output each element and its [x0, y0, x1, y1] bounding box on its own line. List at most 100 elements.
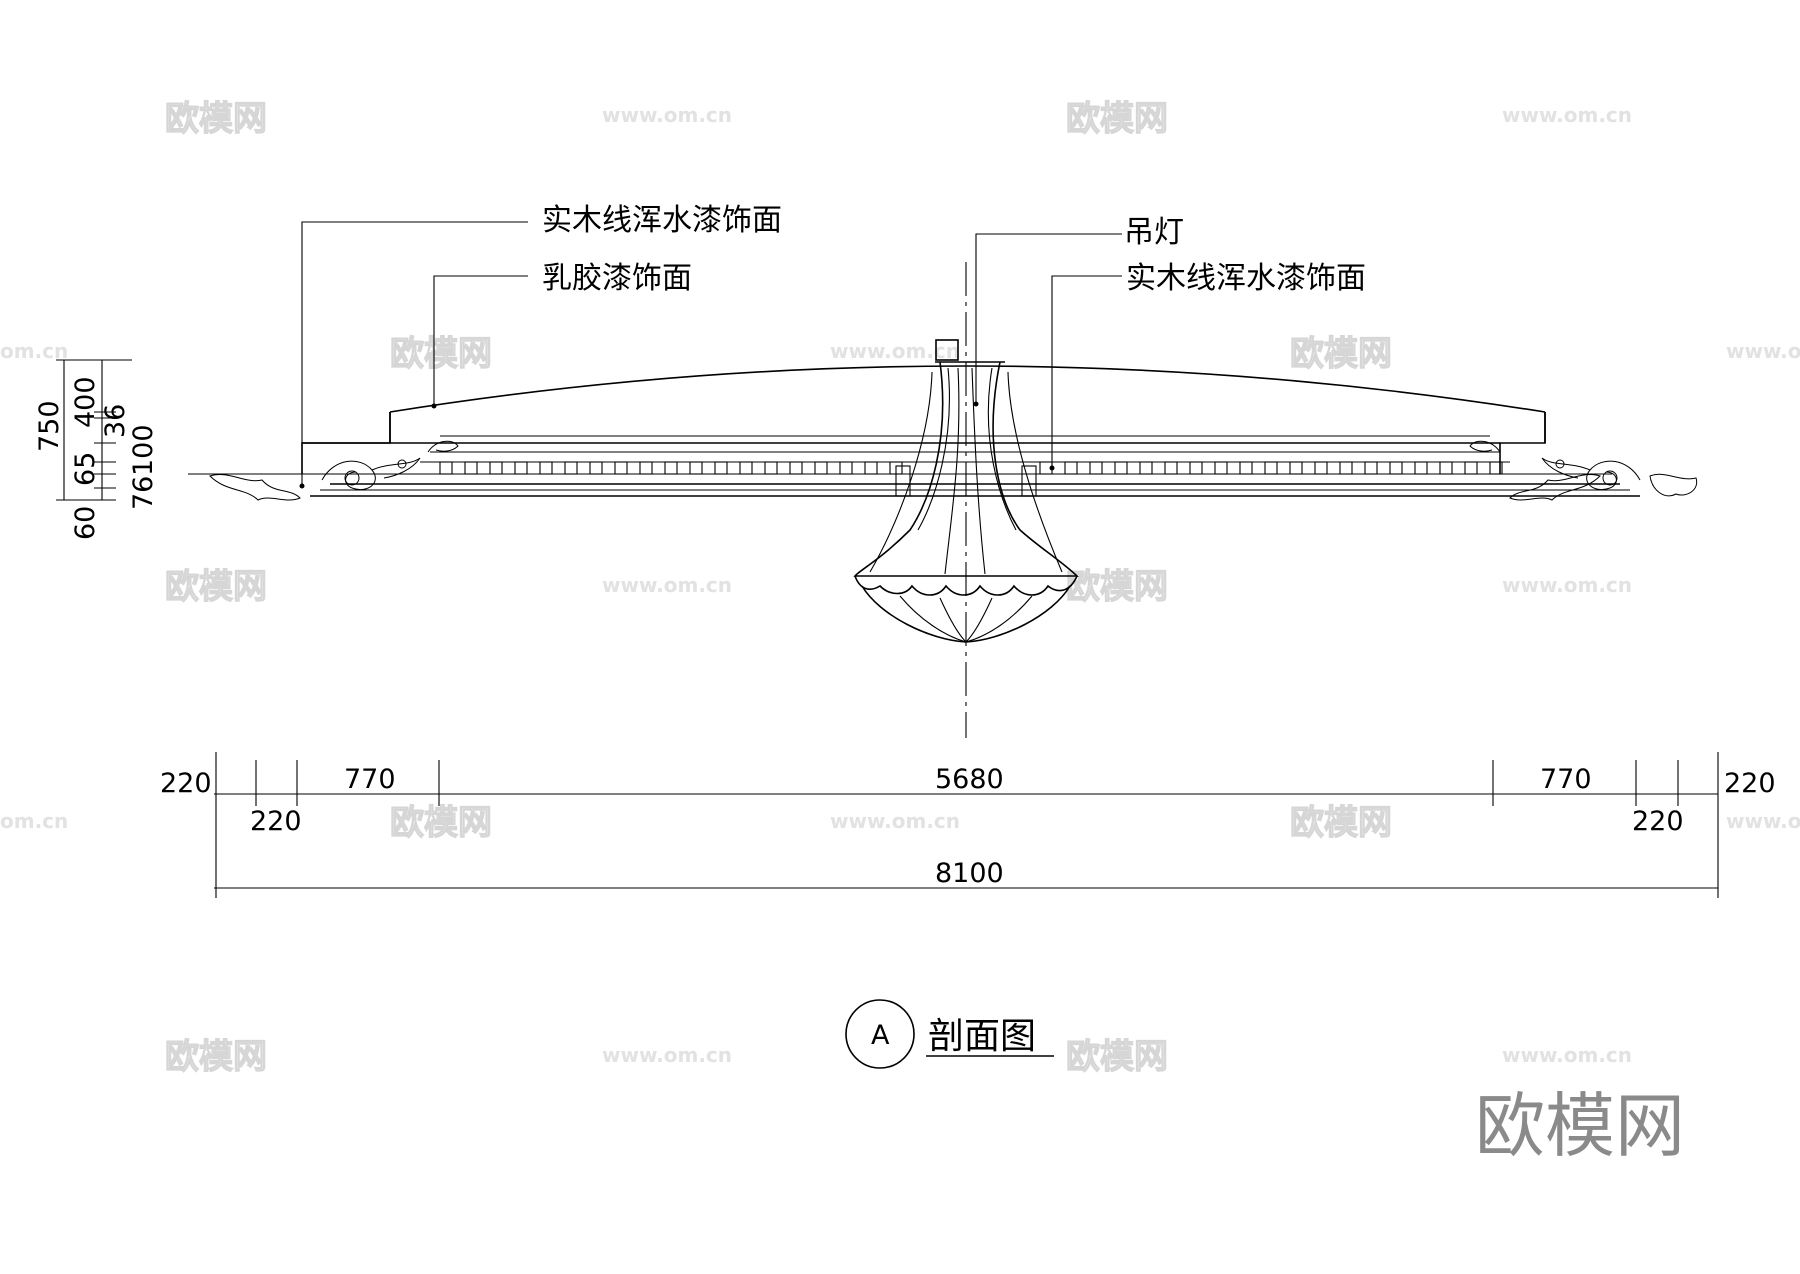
watermark-logo: 欧模网: [1290, 803, 1392, 843]
chandelier-rib: [971, 367, 986, 575]
dentil-block: [1464, 461, 1478, 475]
section-marker-letter: A: [871, 1020, 890, 1051]
carved-ornament-right: [1469, 440, 1698, 501]
watermark-logo: 欧模网: [1290, 334, 1392, 374]
dentil-block: [1414, 461, 1428, 475]
dim-76: 76: [128, 476, 159, 510]
dim-750: 750: [34, 400, 65, 452]
watermark-logo: 欧模网: [1066, 1037, 1168, 1077]
dentil-block: [864, 461, 878, 475]
chandelier-mount: [935, 339, 959, 361]
dentil-block: [839, 461, 853, 475]
watermark-layer: 欧模网 www.om.cn 欧模网 www.om.cn om.cn 欧模网 ww…: [0, 98, 1800, 1077]
dim-36: 36: [100, 404, 131, 438]
dentil-block: [1389, 461, 1403, 475]
leader-right-second: [1051, 275, 1122, 468]
dentil-block: [1239, 461, 1253, 475]
watermark-url: om.cn: [0, 809, 68, 833]
dentil-block: [789, 461, 803, 475]
chandelier-rib: [1007, 371, 1063, 573]
carved-ornament-left: [209, 440, 459, 501]
dim-770-right: 770: [1540, 764, 1592, 795]
chandelier-rib: [944, 367, 960, 575]
watermark-url: www.om.cn: [830, 809, 960, 833]
dentil-block: [564, 461, 578, 475]
dim-8100: 8100: [935, 858, 1004, 889]
leader-dot: [1049, 465, 1055, 471]
callout-label: 实木线浑水漆饰面: [542, 203, 782, 238]
section-marker-circle: [845, 999, 915, 1069]
dentil-block: [1339, 461, 1353, 475]
dentil-block: [1364, 461, 1378, 475]
dentil-block: [464, 461, 478, 475]
watermark-url: om.cn: [0, 339, 68, 363]
vertical-dimensions: 750 400 36 100 65 76 60: [34, 359, 159, 540]
leader-left-second: [433, 275, 528, 406]
callout-label: 乳胶漆饰面: [542, 261, 692, 296]
dentil-block: [1114, 461, 1128, 475]
dentil-block: [1214, 461, 1228, 475]
watermark-url: www.om.cn: [1502, 103, 1632, 127]
watermark-url: www.om.cn: [1726, 339, 1800, 363]
dentil-block: [1189, 461, 1203, 475]
dim-220-left-outer: 220: [160, 768, 212, 799]
callout-leaders: [299, 221, 1122, 489]
chandelier-bracket-left: [895, 465, 911, 497]
dentil-block: [764, 461, 778, 475]
dentil-block: [1139, 461, 1153, 475]
watermark-logo: 欧模网: [390, 334, 492, 374]
dim-100: 100: [128, 424, 159, 476]
watermark-url: www.om.cn: [1502, 1043, 1632, 1067]
dentil-block: [814, 461, 828, 475]
leader-left-top: [301, 221, 528, 486]
dentil-block: [1289, 461, 1303, 475]
dentil-block: [1064, 461, 1078, 475]
dentil-block: [514, 461, 528, 475]
dentil-block: [614, 461, 628, 475]
soffit-right: [1499, 412, 1546, 474]
watermark-logo: 欧模网: [1066, 99, 1168, 139]
brand-logo: 欧模网: [1475, 1085, 1685, 1167]
dim-220-right-inner: 220: [1632, 806, 1684, 837]
dentil-block: [639, 461, 653, 475]
watermark-url: www.om.cn: [1502, 573, 1632, 597]
leader-dot: [973, 401, 979, 407]
dim-220-right-outer: 220: [1724, 768, 1776, 799]
dentil-block: [1164, 461, 1178, 475]
dentil-block: [489, 461, 503, 475]
watermark-url: www.om.cn: [602, 573, 732, 597]
leader-dot: [431, 403, 437, 409]
ceiling-section: [188, 262, 1698, 738]
callout-label: 实木线浑水漆饰面: [1126, 261, 1366, 296]
horizontal-dimensions: 220 220 770 5680 770 220 220 8100: [160, 752, 1776, 898]
dentil-block: [714, 461, 728, 475]
dim-770-left: 770: [344, 764, 396, 795]
section-title: 剖面图: [928, 1016, 1036, 1057]
watermark-url: www.om.cn: [602, 103, 732, 127]
watermark-logo: 欧模网: [165, 1037, 267, 1077]
watermark-logo: 欧模网: [165, 567, 267, 607]
leader-right-top: [975, 233, 1122, 404]
chandelier-bowl-ribs: [899, 595, 1033, 643]
dim-5680: 5680: [935, 764, 1004, 795]
chandelier-rib: [987, 367, 1017, 531]
dentil-block: [664, 461, 678, 475]
watermark-logo: 欧模网: [390, 803, 492, 843]
watermark-logo: 欧模网: [1066, 567, 1168, 607]
dim-220-left-inner: 220: [250, 806, 302, 837]
callout-label: 吊灯: [1124, 215, 1184, 250]
watermark-logo: 欧模网: [165, 99, 267, 139]
dentil-block: [1439, 461, 1453, 475]
dentil-block: [1264, 461, 1278, 475]
dentil-block: [539, 461, 553, 475]
watermark-url: www.om.cn: [830, 339, 960, 363]
dim-400: 400: [70, 376, 101, 428]
chandelier-rib: [869, 371, 933, 573]
chandelier-bracket-right: [1021, 465, 1037, 497]
dentil-block: [1089, 461, 1103, 475]
dim-65: 65: [70, 452, 101, 486]
dentil-block: [689, 461, 703, 475]
dentil-block: [1489, 461, 1503, 475]
dentil-row: [439, 461, 1503, 475]
dim-60: 60: [70, 506, 101, 540]
